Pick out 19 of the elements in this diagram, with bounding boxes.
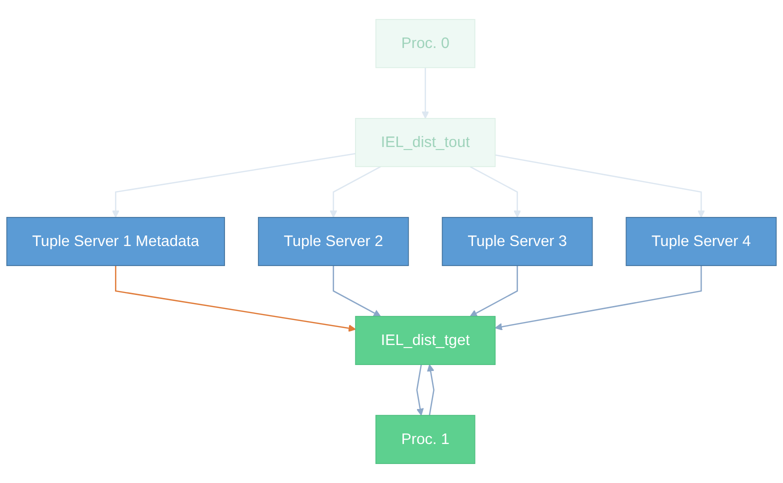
arrow	[332, 266, 381, 317]
node-box: Tuple Server 1 Metadata	[6, 216, 225, 266]
node-box: Tuple Server 3	[442, 216, 593, 266]
node-box: Tuple Server 2	[258, 216, 409, 266]
arrow	[426, 364, 434, 416]
arrow	[416, 364, 424, 416]
arrow	[470, 166, 522, 218]
node-box: IEL_dist_tout	[355, 118, 496, 168]
arrow	[115, 266, 356, 332]
node-box: Proc. 1	[375, 414, 476, 464]
arrow	[422, 68, 430, 119]
arrow	[330, 166, 381, 218]
arrow	[494, 266, 702, 330]
node-box: IEL_dist_tget	[355, 316, 496, 365]
node-box: Proc. 0	[375, 19, 476, 68]
arrow	[112, 153, 356, 218]
arrow	[495, 154, 705, 218]
arrow	[470, 266, 518, 317]
node-box: Tuple Server 4	[626, 216, 777, 266]
